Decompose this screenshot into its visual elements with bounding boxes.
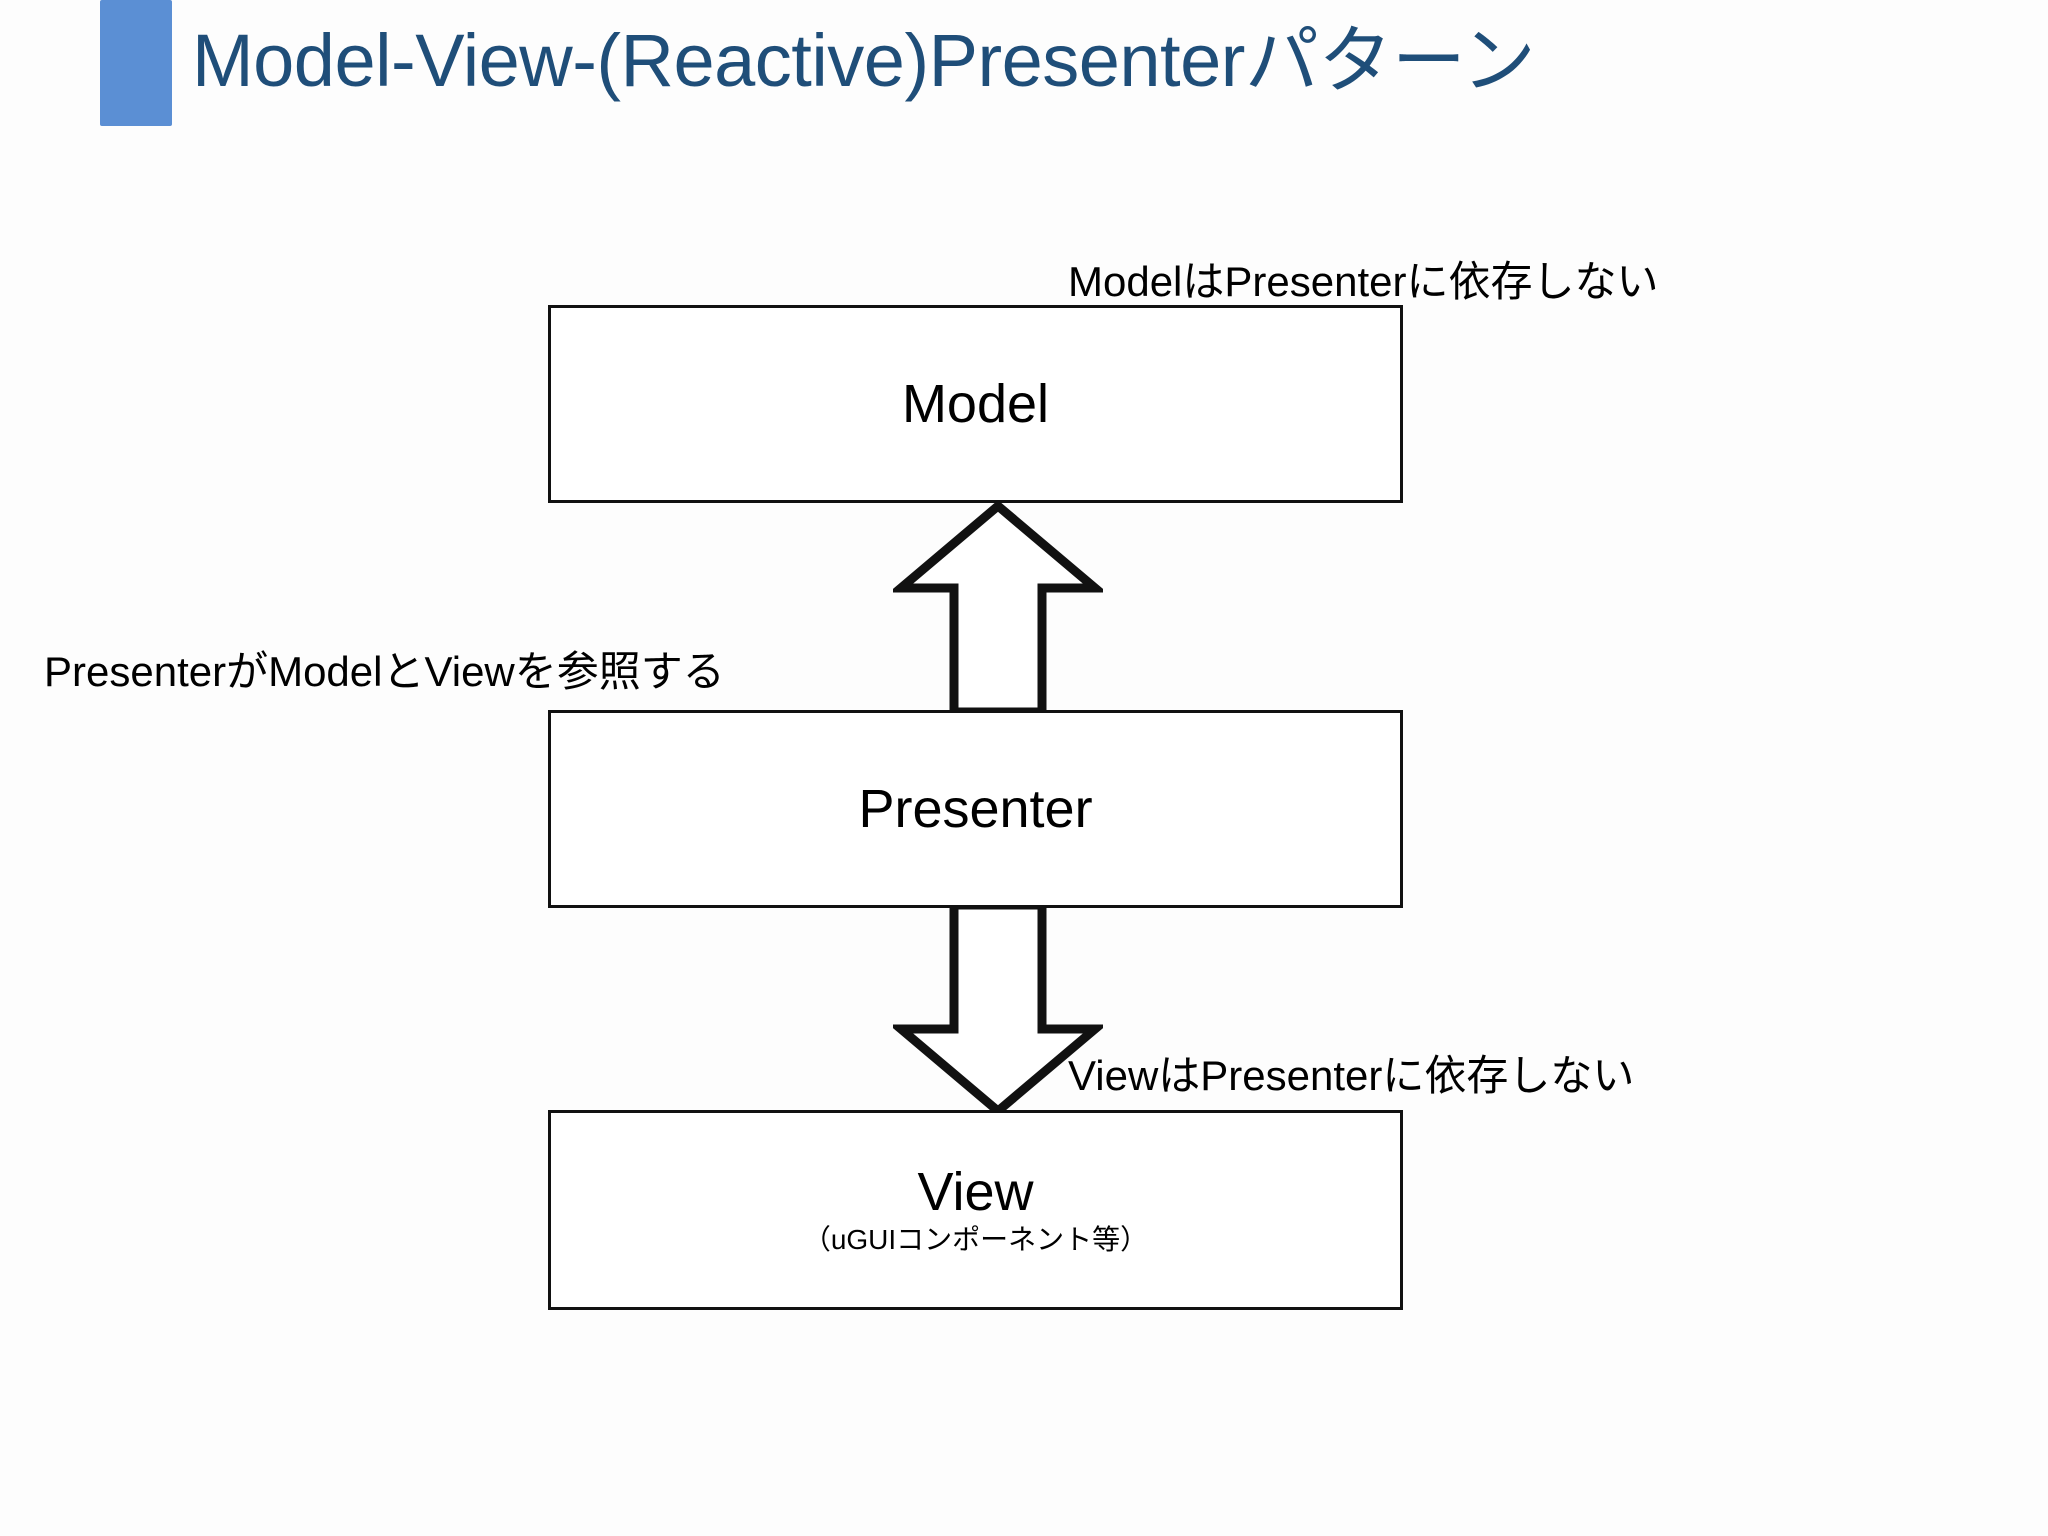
annotation-view-independence: ViewはPresenterに依存しない bbox=[1068, 1052, 1635, 1099]
node-label-view: View bbox=[917, 1162, 1034, 1223]
annotation-model-independence: ModelはPresenterに依存しない bbox=[1068, 258, 1659, 305]
node-box-presenter[interactable]: Presenter bbox=[548, 710, 1403, 908]
node-sublabel-view: （uGUIコンポーネント等） bbox=[802, 1223, 1149, 1255]
node-box-view[interactable]: View （uGUIコンポーネント等） bbox=[548, 1110, 1403, 1310]
annotation-presenter-references: PresenterがModelとViewを参照する bbox=[44, 648, 725, 695]
title-accent-bar bbox=[100, 0, 172, 126]
arrow-down-icon bbox=[893, 905, 1103, 1117]
arrow-up-icon bbox=[893, 500, 1103, 712]
node-label-model: Model bbox=[901, 373, 1050, 434]
node-label-presenter: Presenter bbox=[858, 778, 1093, 839]
node-box-model[interactable]: Model bbox=[548, 305, 1403, 503]
page-title: Model-View-(Reactive)Presenterパターン bbox=[192, 19, 1536, 102]
